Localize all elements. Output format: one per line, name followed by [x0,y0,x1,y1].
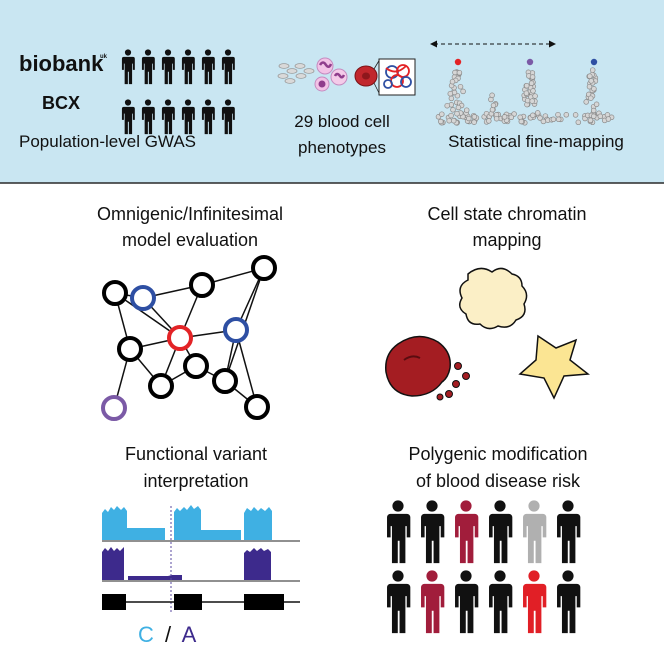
yellow-cell-icon [518,334,590,400]
network-node [167,325,193,351]
association-points [435,67,615,126]
biobank-logo-mark: uk [100,54,108,60]
allele-c-track [102,505,272,540]
person-icon [523,500,547,564]
banner-background [0,0,664,183]
polygenic-title-line2: of blood disease risk [416,471,581,491]
omnigenic-title-line1: Omnigenic/Infinitesimal [97,204,283,224]
network-node [130,285,156,311]
functional-title-line1: Functional variant [125,444,267,464]
phenotypes-label-line2: phenotypes [298,138,386,157]
cell-states-illustration [385,267,590,401]
network-node [148,373,174,399]
phenotypes-label-line1: 29 blood cell [294,112,389,131]
leukocyte-icon [314,57,348,92]
person-icon [421,570,445,634]
network-node [117,336,143,362]
person-icon [387,570,411,634]
gene-model [102,594,300,610]
person-icon [557,500,581,564]
person-icon [489,500,513,564]
person-icon [455,500,479,564]
network-node [189,272,215,298]
network-node [223,317,249,343]
risk-population-icon [387,500,581,634]
polygenic-title-line1: Polygenic modification [408,444,587,464]
network-node [183,353,209,379]
network-edge [235,329,258,408]
chromatin-accessibility-tracks [102,505,300,612]
erythroblast-icon [385,335,470,401]
fine-mapping-plot-icon [430,40,615,126]
omnigenic-title-line2: model evaluation [122,230,258,250]
person-icon [489,570,513,634]
bcx-label: BCX [42,93,80,113]
lead-variant-red [454,58,462,66]
person-icon [557,570,581,634]
network-node [102,280,128,306]
lead-variant-blue [590,58,598,66]
allele-c-label: C [138,622,154,647]
network-node [212,368,238,394]
biobank-logo: biobank [19,51,104,76]
allele-separator: / [165,622,172,647]
chromatin-title-line1: Cell state chromatin [427,204,586,224]
allele-a-label: A [182,622,197,647]
gwas-label: Population-level GWAS [19,132,196,151]
gene-network-diagram [101,255,277,421]
network-node [101,395,127,421]
lead-variant-purple [526,58,534,66]
network-node [244,394,270,420]
network-edge [114,292,181,339]
network-node [251,255,277,281]
person-icon [455,570,479,634]
chromatin-title-line2: mapping [472,230,541,250]
person-icon [523,570,547,634]
person-icon [387,500,411,564]
allele-a-track [102,547,271,580]
cream-cell-icon [459,267,528,330]
top-banner: biobank uk BCX Population-level GWAS [0,0,664,184]
blood-cells-icon [277,57,416,96]
finemap-label: Statistical fine-mapping [448,132,624,151]
person-icon [421,500,445,564]
functional-title-line2: interpretation [143,471,248,491]
